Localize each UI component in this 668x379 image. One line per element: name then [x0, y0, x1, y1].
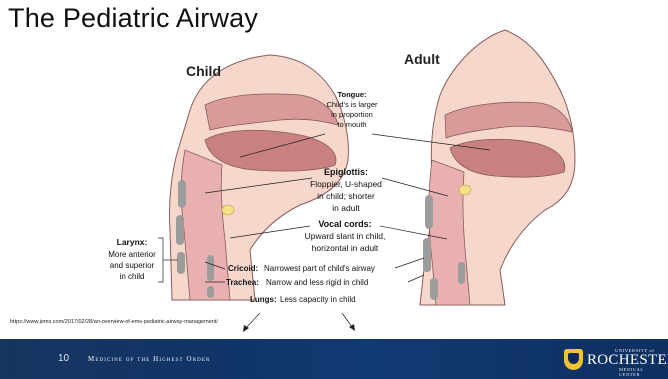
university-logo: UNIVERSITY of ROCHESTER MEDICAL CENTER [564, 346, 664, 374]
adult-head-illustration [420, 30, 575, 305]
lungs-arrowhead-adult [349, 324, 355, 331]
epiglottis-line1: Floppier, U-shaped [310, 179, 382, 189]
cricoid-text: Narrowest part of child's airway [264, 264, 375, 273]
larynx-line3: in child [120, 272, 145, 281]
larynx-line2: and superior [110, 261, 155, 270]
adult-cartilage-3 [430, 278, 438, 300]
adult-cartilage-1 [425, 195, 433, 229]
child-cartilage-3 [177, 252, 185, 274]
larynx-line1: More anterior [108, 250, 156, 259]
larynx-title: Larynx: [117, 237, 148, 247]
adult-cartilage-2 [423, 238, 431, 272]
child-cartilage-5 [207, 286, 214, 298]
source-url: https://www.jems.com/2017/02/28/an-overv… [10, 319, 218, 325]
lungs-arrow-child [245, 313, 260, 329]
lungs-title: Lungs: [250, 295, 277, 304]
epiglottis-line3: in adult [332, 203, 360, 213]
child-heading: Child [186, 63, 221, 79]
child-cartilage-1 [178, 180, 186, 208]
trachea-leader-adult [408, 275, 424, 282]
tongue-title: Tongue: [337, 90, 366, 99]
tongue-line1: Child's is larger [326, 100, 378, 109]
child-hyoid [222, 205, 234, 215]
vocal-line2: horizontal in adult [312, 243, 379, 253]
cricoid-leader-adult [395, 258, 424, 268]
lungs-arrow-adult [342, 313, 352, 327]
epiglottis-title: Epiglottis: [324, 167, 368, 177]
lungs-text: Less capacity in child [280, 295, 356, 304]
shield-icon [564, 349, 583, 370]
adult-heading: Adult [404, 51, 440, 67]
epiglottis-line2: in child; shorter [317, 191, 375, 201]
slide-number: 10 [58, 353, 69, 364]
vocal-title: Vocal cords: [318, 219, 371, 229]
child-cartilage-2 [176, 215, 184, 245]
vocal-line1: Upward slant in child, [305, 231, 386, 241]
logo-medical-center-text: MEDICAL CENTER [619, 367, 664, 377]
cricoid-title: Cricoid: [228, 264, 258, 273]
tongue-line3: to mouth [337, 120, 366, 129]
adult-hyoid [459, 185, 471, 195]
adult-cartilage-4 [458, 262, 465, 284]
trachea-title: Trachea: [226, 278, 259, 287]
trachea-text: Narrow and less rigid in child [266, 278, 368, 287]
footer-tagline: Medicine of the Highest Order [88, 355, 210, 363]
tongue-line2: in proportion [331, 110, 373, 119]
larynx-bracket [158, 238, 163, 282]
child-cartilage-4 [207, 255, 214, 281]
